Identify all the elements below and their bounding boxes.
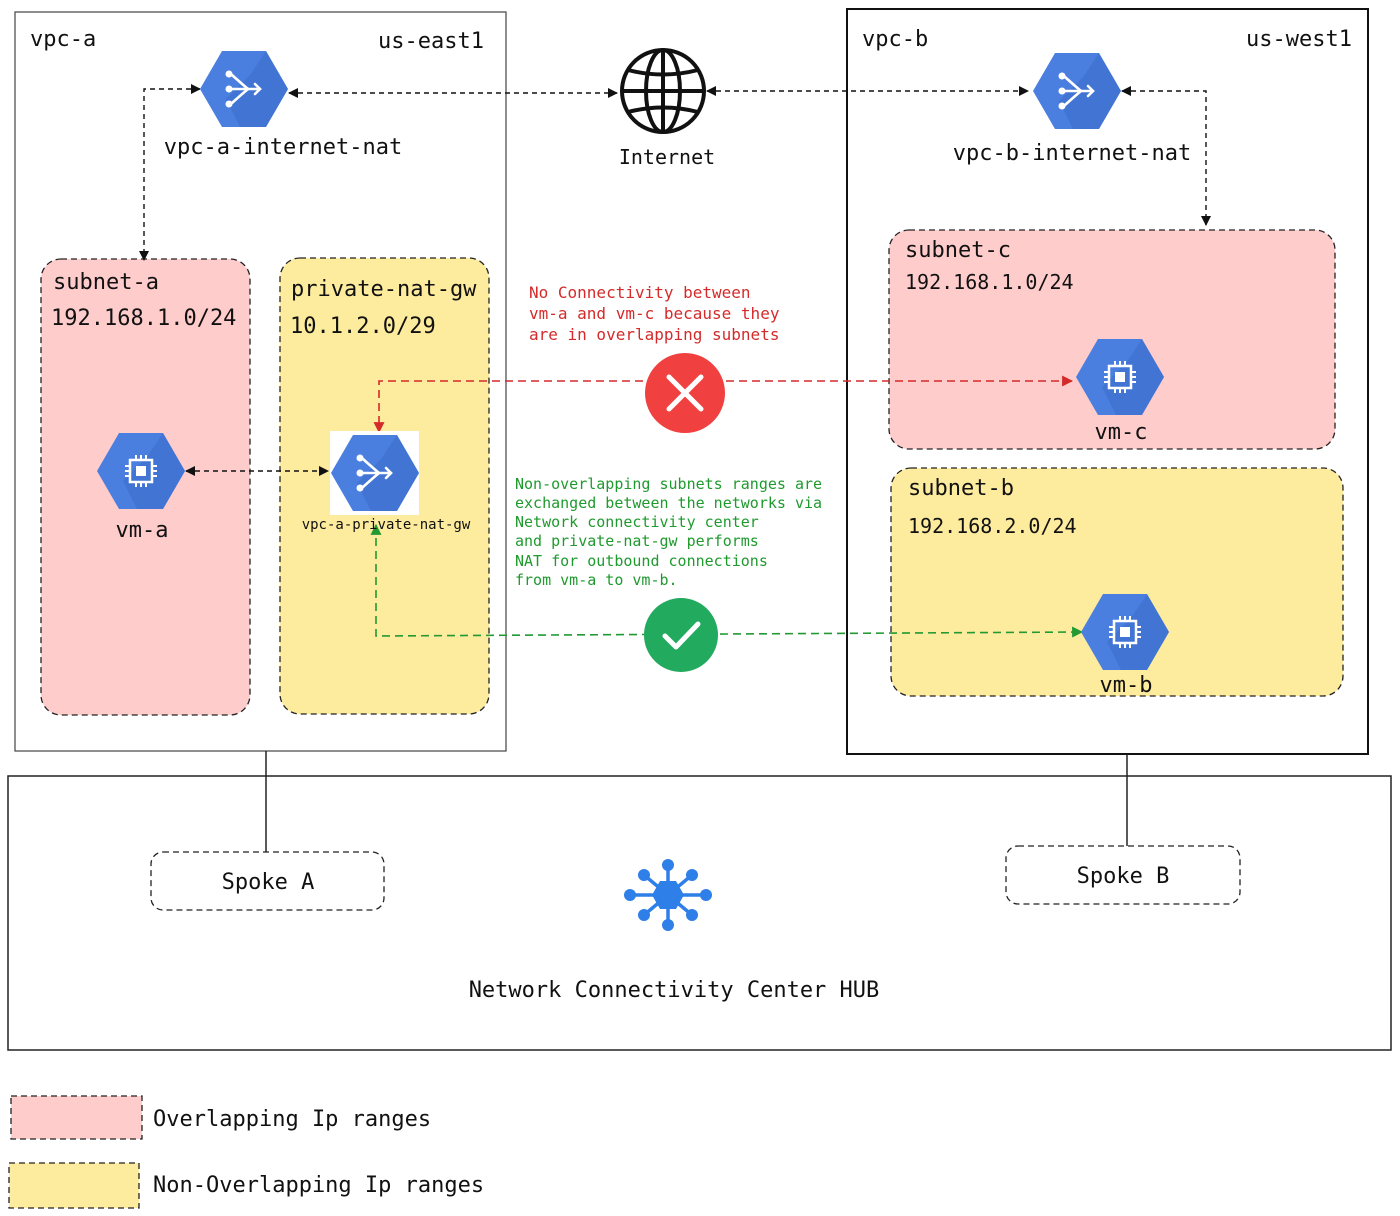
vpc-b-title: vpc-b — [862, 27, 928, 52]
deny-note-line: vm-a and vm-c because they — [529, 304, 780, 323]
compute-engine-icon — [1081, 594, 1169, 670]
deny-note: No Connectivity between vm-a and vm-c be… — [529, 283, 780, 344]
spoke-b-label: Spoke B — [1077, 864, 1170, 889]
subnet-a-cidr: 192.168.1.0/24 — [51, 306, 236, 331]
spoke-a-box — [150, 851, 385, 911]
legend-overlapping-label: Overlapping Ip ranges — [153, 1107, 431, 1132]
vm-a-label: vm-a — [116, 518, 169, 543]
allow-note-line: Network connectivity center — [515, 513, 759, 531]
nat-b-to-subnet-c-connector — [1121, 86, 1211, 226]
deny-x-icon — [645, 353, 725, 433]
cloud-nat-icon — [331, 435, 419, 511]
cloud-nat-icon — [200, 51, 288, 127]
allow-note-line: and private-nat-gw performs — [515, 532, 759, 550]
allowed-path-vm-a-to-vm-b — [370, 523, 1084, 638]
globe-icon — [620, 48, 706, 134]
vm-c-label: vm-c — [1095, 420, 1148, 445]
private-nat-gateway-label: vpc-a-private-nat-gw — [302, 517, 471, 533]
subnet-c-cidr: 192.168.1.0/24 — [905, 270, 1074, 294]
subnet-b-cidr: 192.168.2.0/24 — [908, 514, 1077, 538]
vpc-b-region: us-west1 — [1246, 27, 1352, 52]
ncc-hub-icon — [624, 859, 712, 931]
vpc-a-region: us-east1 — [378, 29, 484, 54]
nat-a-to-subnet-a-connector — [139, 84, 201, 261]
subnet-b-name: subnet-b — [908, 476, 1014, 501]
private-nat-subnet-name: private-nat-gw — [291, 277, 477, 302]
ncc-hub-label: Network Connectivity Center HUB — [469, 978, 880, 1003]
legend-non-overlapping-swatch — [8, 1162, 140, 1209]
denied-path-vm-a-to-vm-c — [373, 375, 1074, 434]
allow-note-line: from vm-a to vm-b. — [515, 571, 678, 589]
nat-a-label: vpc-a-internet-nat — [164, 135, 402, 160]
legend-non-overlapping-label: Non-Overlapping Ip ranges — [153, 1173, 484, 1198]
internet-label: Internet — [619, 145, 715, 169]
nat-b-label: vpc-b-internet-nat — [953, 141, 1191, 166]
allow-check-icon — [644, 598, 718, 672]
allow-note: Non-overlapping subnets ranges are excha… — [515, 475, 822, 589]
spoke-b-box — [1005, 845, 1241, 905]
compute-engine-icon — [97, 433, 185, 509]
allow-note-line: exchanged between the networks via — [515, 494, 822, 512]
deny-note-line: are in overlapping subnets — [529, 325, 779, 344]
cloud-nat-icon — [1033, 53, 1121, 129]
spoke-a-label: Spoke A — [222, 870, 315, 895]
compute-engine-icon — [1076, 339, 1164, 415]
deny-note-line: No Connectivity between — [529, 283, 751, 302]
vpc-a-title: vpc-a — [30, 27, 96, 52]
private-nat-subnet-cidr: 10.1.2.0/29 — [290, 314, 436, 339]
ncc-hub-box — [7, 775, 1392, 1051]
legend-overlapping-swatch — [10, 1095, 143, 1140]
subnet-c-name: subnet-c — [905, 238, 1011, 263]
allow-note-line: Non-overlapping subnets ranges are — [515, 475, 822, 493]
subnet-a-name: subnet-a — [53, 270, 159, 295]
allow-note-line: NAT for outbound connections — [515, 552, 768, 570]
vm-b-label: vm-b — [1100, 673, 1153, 698]
